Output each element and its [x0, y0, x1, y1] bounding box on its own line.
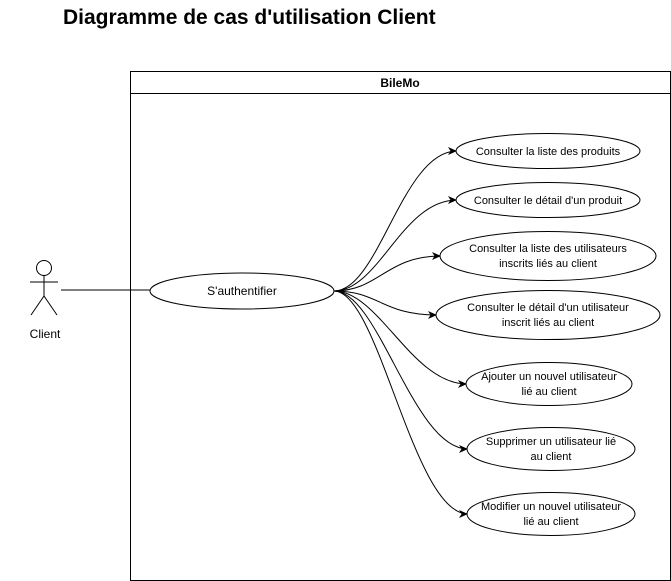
- use-case-label-line-1: Supprimer un utilisateur lié: [486, 436, 616, 448]
- association-arrow-1: [333, 147, 458, 292]
- use-case-label-line-2: inscrit liés au client: [502, 317, 594, 329]
- association-arrow-4: [333, 290, 438, 319]
- diagram-title: Diagramme de cas d'utilisation Client: [63, 6, 436, 29]
- system-name: BileMo: [380, 76, 419, 90]
- use-case-supprimer-utilisateur[interactable]: Supprimer un utilisateur lié au client: [466, 427, 636, 471]
- use-case-label-line-2: inscrits liés au client: [499, 258, 597, 270]
- association-arrow-7: [333, 290, 469, 518]
- use-case-modifier-utilisateur[interactable]: Modifier un nouvel utilisateur lié au cl…: [466, 492, 636, 536]
- main-use-case-label: S'authentifier: [207, 284, 277, 298]
- use-case-consulter-liste-produits[interactable]: Consulter la liste des produits: [455, 133, 641, 169]
- actor-label: Client: [30, 327, 61, 341]
- association-arrow-3: [333, 252, 442, 292]
- use-case-label-line-1: Consulter la liste des utilisateurs: [469, 243, 627, 255]
- use-case-label-line-2: lié au client: [523, 516, 578, 528]
- association-arrow-6: [333, 290, 469, 453]
- association-arrow-5: [333, 290, 468, 388]
- association-arrow-2: [333, 196, 458, 292]
- use-case-label-line-2: lié au client: [521, 386, 576, 398]
- connectors: [333, 147, 469, 518]
- use-case-label-line-1: Modifier un nouvel utilisateur: [481, 501, 621, 513]
- stick-figure-icon: [30, 260, 58, 316]
- actor-client[interactable]: Client: [30, 260, 61, 342]
- use-case-consulter-detail-produit[interactable]: Consulter le détail d'un produit: [455, 182, 641, 218]
- use-case-consulter-detail-utilisateur[interactable]: Consulter le détail d'un utilisateur ins…: [435, 290, 661, 340]
- use-case-label: Consulter la liste des produits: [476, 146, 621, 158]
- use-case-label-line-1: Ajouter un nouvel utilisateur: [481, 371, 617, 383]
- use-case-label-line-2: au client: [531, 451, 572, 463]
- use-case-consulter-liste-utilisateurs[interactable]: Consulter la liste des utilisateurs insc…: [439, 231, 657, 281]
- main-use-case[interactable]: S'authentifier: [149, 272, 335, 310]
- use-case-label-line-1: Consulter le détail d'un utilisateur: [467, 302, 629, 314]
- use-case-ajouter-utilisateur[interactable]: Ajouter un nouvel utilisateur lié au cli…: [465, 362, 633, 406]
- use-case-label: Consulter le détail d'un produit: [474, 195, 622, 207]
